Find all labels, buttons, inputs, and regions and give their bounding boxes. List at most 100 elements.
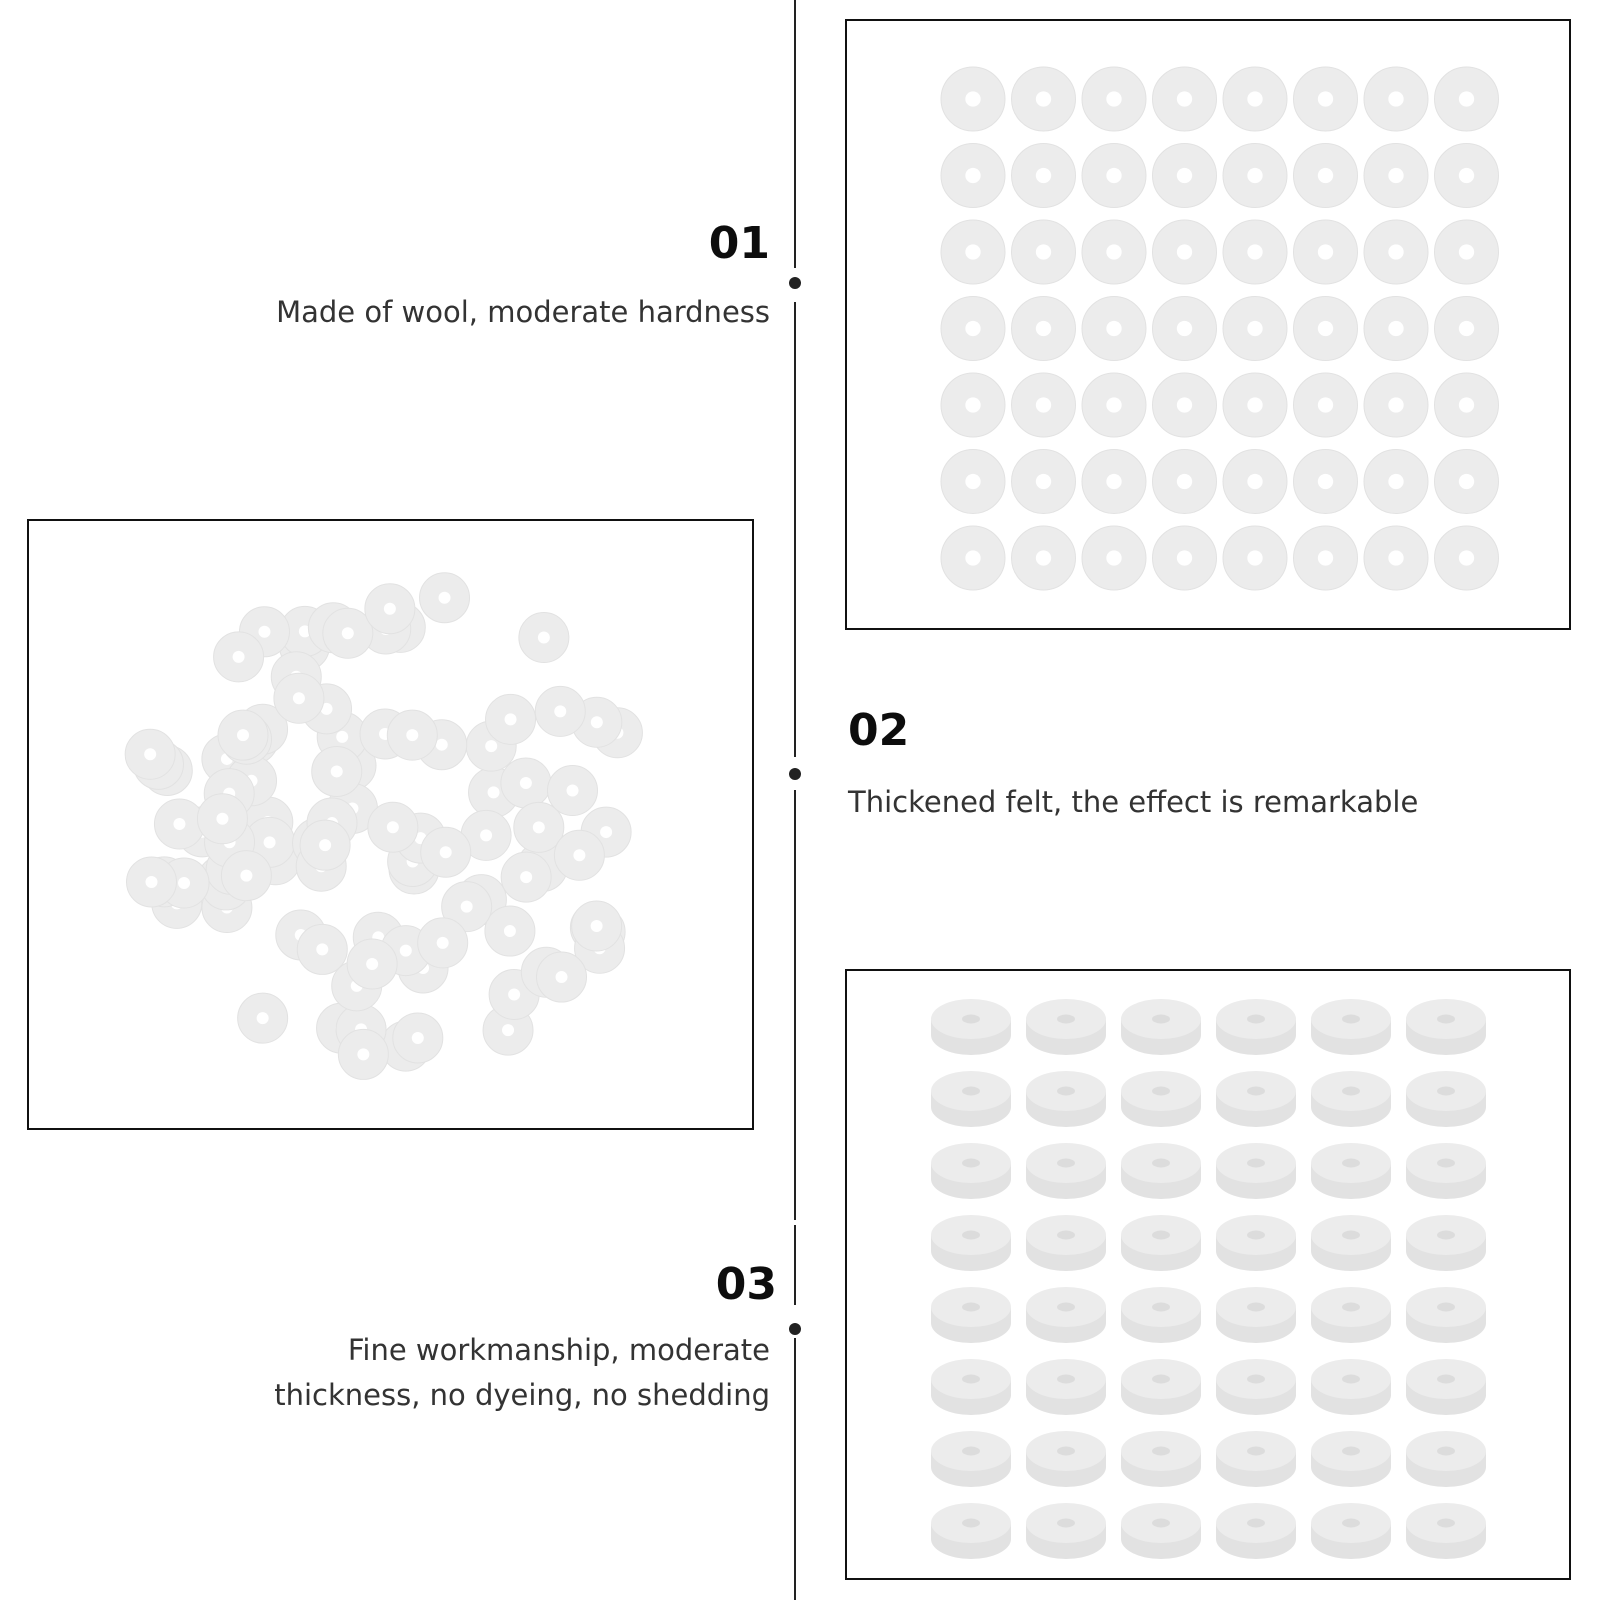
felt-washer bbox=[1011, 143, 1076, 208]
felt-washer-angled bbox=[1121, 999, 1201, 1055]
felt-washer-angled bbox=[1406, 1215, 1486, 1271]
felt-washer bbox=[1222, 296, 1288, 361]
felt-washer-loose bbox=[337, 1028, 389, 1080]
felt-washer-angled bbox=[1121, 1359, 1201, 1415]
felt-washer-angled bbox=[1216, 1503, 1296, 1559]
felt-washer bbox=[1434, 525, 1499, 591]
felt-washer bbox=[940, 525, 1006, 591]
felt-washer bbox=[1152, 219, 1217, 285]
felt-washer-angled bbox=[1121, 1071, 1201, 1127]
felt-washer bbox=[1081, 449, 1147, 514]
felt-washer-loose bbox=[196, 793, 248, 845]
felt-washer-angled bbox=[1121, 1215, 1201, 1271]
step-3-description-line-2: thickness, no dyeing, no shedding bbox=[274, 1378, 770, 1412]
felt-washer bbox=[1293, 143, 1358, 208]
felt-washer-pile-graphic bbox=[124, 572, 643, 1080]
felt-washer bbox=[940, 449, 1006, 514]
felt-washer bbox=[1081, 296, 1147, 361]
step-3-description-line-1: Fine workmanship, moderate bbox=[347, 1333, 770, 1367]
felt-washer-loose bbox=[311, 745, 363, 797]
felt-washer bbox=[1363, 449, 1429, 514]
timeline-dot-3 bbox=[789, 1323, 801, 1335]
felt-washer-angled bbox=[931, 1431, 1011, 1487]
step-2-description: Thickened felt, the effect is remarkable bbox=[848, 785, 1419, 819]
felt-washer-angled bbox=[1121, 1287, 1201, 1343]
felt-washer-loose bbox=[513, 801, 565, 853]
felt-washer bbox=[1222, 66, 1288, 132]
felt-washer-angled bbox=[1311, 1287, 1391, 1343]
felt-washer bbox=[1293, 372, 1358, 438]
felt-washer-loose bbox=[485, 693, 537, 745]
felt-washer bbox=[1222, 372, 1288, 438]
felt-washer bbox=[940, 143, 1006, 208]
felt-washer bbox=[1152, 449, 1217, 514]
felt-washer-loose bbox=[220, 850, 272, 902]
felt-washer-angled bbox=[1026, 1071, 1106, 1127]
felt-washer-angled bbox=[1406, 999, 1486, 1055]
felt-washer-angled-grid-graphic bbox=[931, 999, 1486, 1559]
felt-washer bbox=[1152, 143, 1217, 208]
felt-washer-loose bbox=[500, 851, 552, 903]
felt-washer-loose bbox=[124, 728, 176, 780]
felt-washer bbox=[1293, 219, 1358, 285]
felt-washer bbox=[1081, 143, 1147, 208]
felt-washer-grid-graphic bbox=[940, 66, 1499, 591]
timeline-line-seg-4 bbox=[794, 1225, 796, 1305]
felt-washer-angled bbox=[1216, 1431, 1296, 1487]
felt-washer-loose bbox=[392, 1012, 444, 1064]
felt-washer-angled bbox=[1406, 1287, 1486, 1343]
felt-washer bbox=[1434, 66, 1499, 132]
felt-washer-angled bbox=[1311, 1143, 1391, 1199]
felt-washer-loose bbox=[420, 826, 472, 878]
felt-washer bbox=[940, 372, 1006, 438]
felt-washer bbox=[1363, 219, 1429, 285]
felt-washer-loose bbox=[296, 923, 348, 975]
felt-washer-loose bbox=[484, 905, 536, 957]
felt-washer-angled bbox=[1406, 1071, 1486, 1127]
felt-washer-loose bbox=[125, 856, 177, 908]
felt-washer bbox=[1293, 525, 1358, 591]
timeline-line-top bbox=[794, 0, 796, 268]
felt-washer-loose bbox=[237, 992, 289, 1044]
felt-washer-loose bbox=[386, 709, 438, 761]
felt-washer bbox=[1363, 143, 1429, 208]
felt-washer-loose bbox=[500, 757, 552, 809]
felt-washer bbox=[1222, 143, 1288, 208]
felt-washer bbox=[1363, 66, 1429, 132]
felt-washer-loose bbox=[441, 881, 493, 933]
timeline-dot-1 bbox=[789, 277, 801, 289]
step-2-number: 02 bbox=[848, 705, 910, 756]
felt-washer-angled bbox=[1406, 1503, 1486, 1559]
felt-washer-angled bbox=[1026, 1431, 1106, 1487]
felt-washer-angled bbox=[931, 1359, 1011, 1415]
felt-washer-loose bbox=[367, 801, 419, 853]
felt-washer-loose bbox=[299, 819, 351, 871]
felt-washer bbox=[1011, 219, 1076, 285]
felt-washer bbox=[1222, 525, 1288, 591]
felt-washer-angled bbox=[1216, 1071, 1296, 1127]
felt-washer-loose bbox=[213, 631, 265, 683]
step-3-number: 03 bbox=[715, 1259, 777, 1310]
felt-washer-loose bbox=[419, 572, 471, 624]
felt-washer-angled bbox=[1311, 1503, 1391, 1559]
felt-washer-angled bbox=[1121, 1143, 1201, 1199]
felt-washer bbox=[1152, 296, 1217, 361]
felt-washer bbox=[1011, 66, 1076, 132]
felt-washer-loose bbox=[571, 900, 623, 952]
felt-washer bbox=[1434, 219, 1499, 285]
felt-washer bbox=[1152, 525, 1217, 591]
felt-washer bbox=[1434, 296, 1499, 361]
felt-washer bbox=[1081, 525, 1147, 591]
felt-washer-angled bbox=[1026, 1287, 1106, 1343]
felt-washer-angled bbox=[931, 1287, 1011, 1343]
felt-washer-angled bbox=[1026, 1359, 1106, 1415]
felt-washer-loose bbox=[553, 829, 605, 881]
timeline-line-bottom bbox=[794, 1338, 796, 1600]
felt-washer bbox=[1011, 449, 1076, 514]
felt-washer bbox=[1293, 296, 1358, 361]
felt-washer-angled bbox=[1406, 1359, 1486, 1415]
felt-washer-angled bbox=[1026, 1143, 1106, 1199]
felt-washer-angled bbox=[1121, 1431, 1201, 1487]
felt-washer-angled bbox=[1311, 1215, 1391, 1271]
felt-washer-angled bbox=[1406, 1143, 1486, 1199]
